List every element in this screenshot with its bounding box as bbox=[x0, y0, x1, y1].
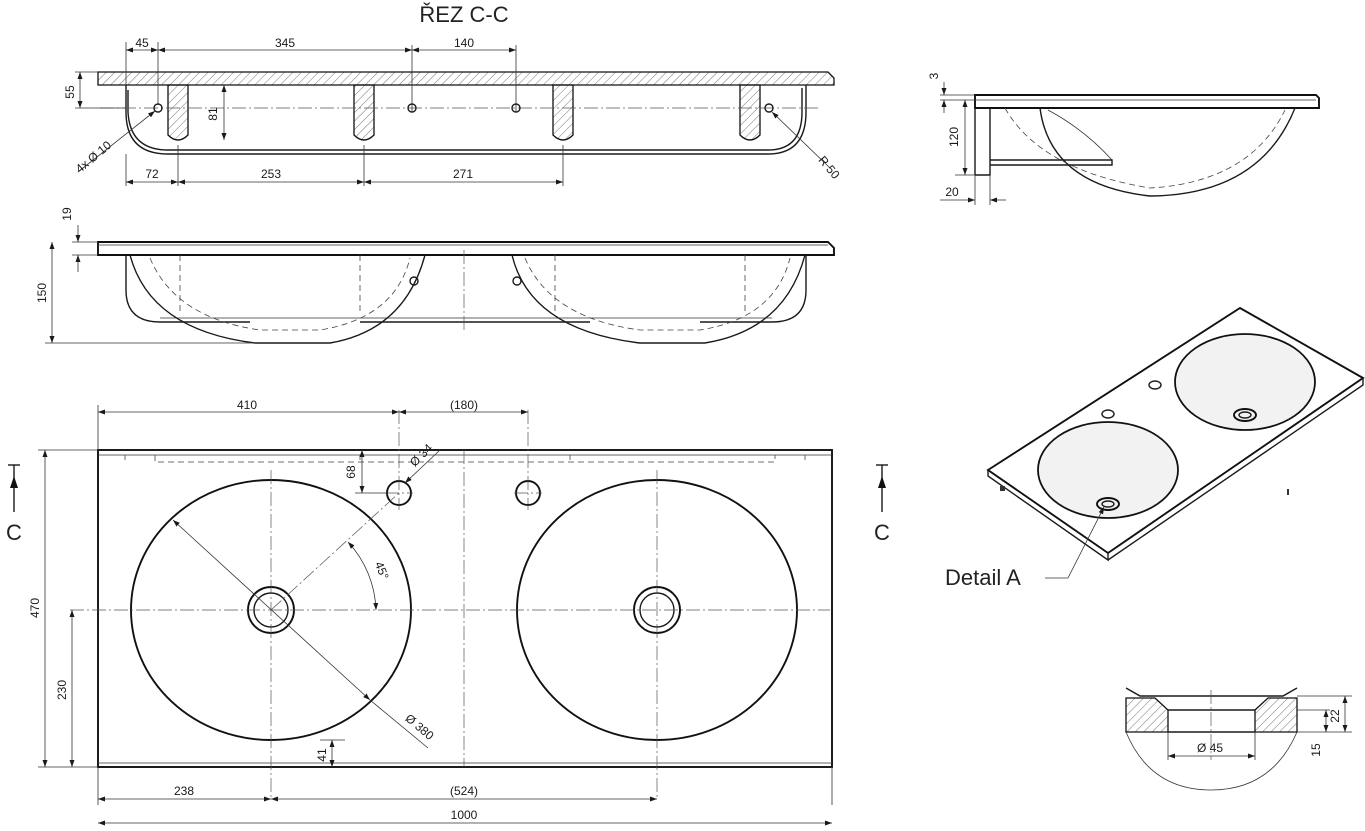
dim-271: 271 bbox=[453, 167, 473, 181]
dim-19: 19 bbox=[60, 207, 74, 221]
section-marker-left: C bbox=[6, 520, 22, 545]
section-rib bbox=[353, 84, 375, 141]
dim-238: 238 bbox=[174, 784, 194, 798]
dim-20: 20 bbox=[945, 185, 959, 199]
dim-180: (180) bbox=[450, 398, 478, 412]
detail-a-label: Detail A bbox=[945, 565, 1021, 590]
section-c-c-view: ŘEZ C-C 45 345 140 55 81 bbox=[63, 2, 843, 186]
section-rib bbox=[739, 84, 761, 141]
dim-3: 3 bbox=[927, 72, 941, 79]
dim-72: 72 bbox=[145, 167, 159, 181]
dim-120: 120 bbox=[947, 127, 961, 147]
dim-55: 55 bbox=[63, 85, 77, 99]
dim-68: 68 bbox=[344, 465, 358, 479]
dim-230: 230 bbox=[55, 680, 69, 700]
dim-470: 470 bbox=[28, 598, 42, 618]
section-marker-right: C bbox=[874, 520, 890, 545]
dim-253: 253 bbox=[261, 167, 281, 181]
dim-r50: R 50 bbox=[816, 153, 843, 182]
dim-150: 150 bbox=[35, 283, 49, 303]
section-title: ŘEZ C-C bbox=[419, 2, 508, 27]
section-slab bbox=[97, 71, 835, 86]
dim-524: (524) bbox=[450, 784, 478, 798]
dim-15: 15 bbox=[1309, 743, 1323, 757]
top-view: 45° Ø 380 Ø 34 410 (180) 68 470 230 41 bbox=[6, 398, 890, 826]
dim-410: 410 bbox=[237, 398, 257, 412]
dim-41: 41 bbox=[315, 748, 329, 762]
dim-dia-45: Ø 45 bbox=[1197, 741, 1223, 755]
detail-a-view: Ø 45 22 15 bbox=[1125, 687, 1352, 791]
dim-dia-380: Ø 380 bbox=[403, 711, 437, 743]
dim-45: 45 bbox=[135, 36, 149, 50]
dim-22: 22 bbox=[1328, 709, 1342, 723]
dim-140: 140 bbox=[454, 36, 474, 50]
front-view: 19 150 bbox=[35, 207, 835, 344]
section-rib bbox=[167, 84, 189, 141]
dim-81: 81 bbox=[206, 107, 220, 121]
dim-angle-45: 45° bbox=[372, 559, 392, 581]
section-rib bbox=[552, 84, 574, 141]
isometric-view: Detail A bbox=[945, 306, 1365, 590]
dim-1000: 1000 bbox=[451, 808, 478, 822]
dim-holes: 4x Ø 10 bbox=[73, 138, 114, 176]
dim-345: 345 bbox=[275, 36, 295, 50]
side-view: 3 120 20 bbox=[927, 72, 1320, 205]
